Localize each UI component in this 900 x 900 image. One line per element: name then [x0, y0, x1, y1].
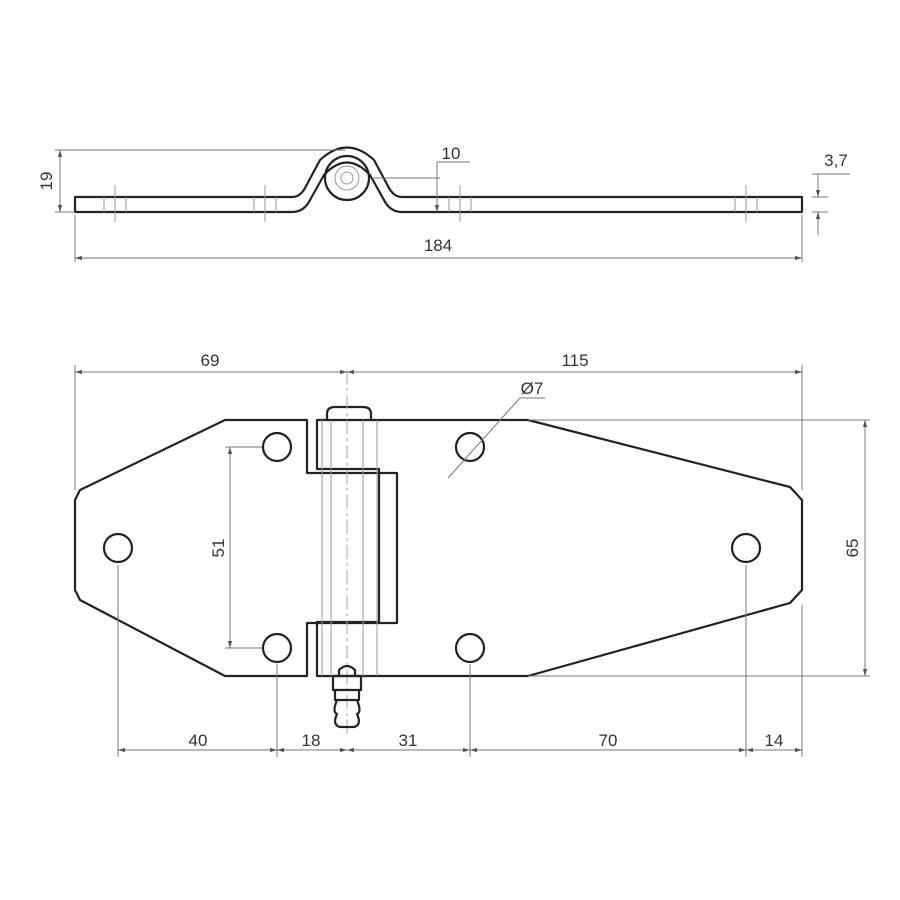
- dim-height: 19: [37, 172, 56, 191]
- dim-width: 65: [843, 539, 862, 558]
- side-view: 19 10 3,7 184: [37, 144, 850, 262]
- dim-hole-spacing: 51: [209, 539, 228, 558]
- dim-bottom-2: 18: [302, 731, 321, 750]
- dim-bottom-3: 31: [399, 731, 418, 750]
- dim-left-to-pin: 69: [201, 351, 220, 370]
- dim-hole-diameter: Ø7: [521, 379, 544, 398]
- dim-knuckle-height: 10: [442, 144, 461, 163]
- dim-bottom-4: 70: [599, 731, 618, 750]
- dim-pin-to-right: 115: [561, 351, 588, 370]
- front-view: 69 115 Ø7 51 65 40 18 31 70 14: [73, 351, 870, 757]
- dim-bottom-5: 14: [765, 731, 784, 750]
- dim-length: 184: [424, 236, 452, 255]
- mounting-holes: [102, 431, 762, 664]
- dim-bottom-1: 40: [189, 731, 208, 750]
- dim-thickness: 3,7: [824, 151, 848, 170]
